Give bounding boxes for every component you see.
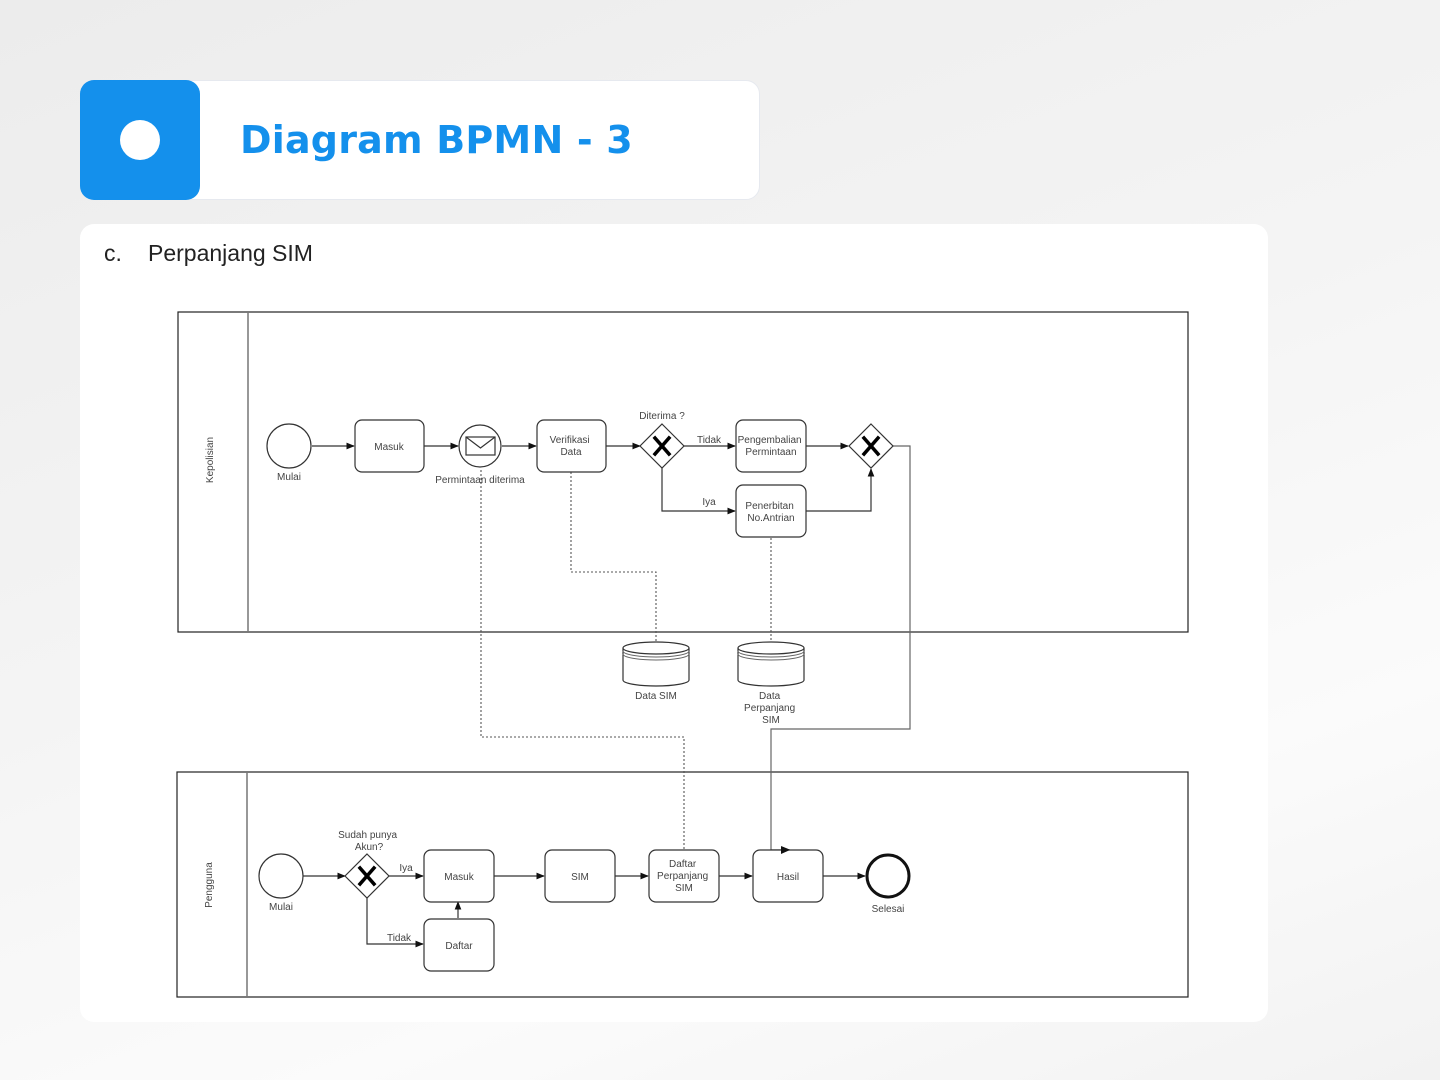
task-pengembalian-permintaan[interactable]: Pengembalian Permintaan (735, 419, 807, 473)
flow-merge-hasil (770, 445, 911, 850)
flow-label-iya: Iya (399, 863, 413, 874)
datastore-label-line: Perpanjang (744, 703, 795, 714)
task-label: Daftar (445, 941, 473, 952)
gateway-question: Diterima ? (639, 411, 685, 422)
task-label-line: Perpanjang (657, 871, 708, 882)
svg-text:Verifikasi Data: Verifikasi Data (550, 435, 593, 458)
svg-text:Sudah punya Akun?: Sudah punya Akun? (338, 830, 400, 853)
svg-text:Data Perpanjang SIM: Data Perpanjang SIM (744, 691, 798, 726)
end-event-label: Selesai (872, 904, 905, 915)
datastore-label: Data SIM (635, 691, 677, 702)
task-label-line: Daftar (669, 859, 697, 870)
task-hasil[interactable]: Hasil (752, 849, 824, 903)
task-masuk-kepolisian[interactable]: Masuk (354, 419, 425, 473)
flow-penerbitan-merge (806, 468, 875, 512)
gateway-question-line: Sudah punya (338, 830, 397, 841)
gateway-merge[interactable] (848, 423, 894, 469)
task-verifikasi-data[interactable]: Verifikasi Data (536, 419, 607, 473)
message-event-label: Permintaan diterima (435, 475, 525, 486)
flow-label-tidak: Tidak (387, 933, 412, 944)
page-title: Diagram BPMN - 3 (240, 118, 633, 162)
task-daftar-perpanjang-sim[interactable]: Daftar Perpanjang SIM (648, 849, 720, 903)
task-label-line: Penerbitan (745, 501, 793, 512)
association-message-daftarperpanjang (480, 470, 685, 850)
flow-gateway-iya (661, 468, 736, 515)
end-event-selesai[interactable] (865, 853, 911, 899)
start-event-label: Mulai (277, 472, 301, 483)
start-event-pengguna[interactable] (258, 853, 304, 899)
task-daftar[interactable]: Daftar (423, 918, 495, 972)
circle-dot-icon (120, 120, 160, 160)
start-event-kepolisian[interactable] (266, 423, 312, 469)
datastore-label-line: SIM (762, 715, 780, 726)
gateway-sudah-punya-akun[interactable] (344, 853, 390, 899)
envelope-icon (465, 436, 496, 456)
datastore-data-perpanjang-sim[interactable] (737, 641, 805, 687)
datastore-data-sim[interactable] (622, 641, 690, 687)
svg-text:Penerbitan No.Antrian: Penerbitan No.Antrian (745, 501, 796, 524)
task-label-line: Permintaan (745, 447, 796, 458)
task-label-line: SIM (675, 883, 693, 894)
arrowhead-into-hasil (781, 846, 790, 854)
flow-gateway-tidak (366, 898, 424, 948)
association-verifikasi-datasim (570, 472, 657, 642)
task-sim[interactable]: SIM (544, 849, 616, 903)
sequence-flows-pengguna (303, 872, 866, 948)
task-label-line: Verifikasi (550, 435, 590, 446)
task-masuk-pengguna[interactable]: Masuk (423, 849, 495, 903)
start-event-label: Mulai (269, 902, 293, 913)
gateway-question-line: Akun? (355, 842, 384, 853)
task-penerbitan-no-antrian[interactable]: Penerbitan No.Antrian (735, 484, 807, 538)
message-event[interactable] (458, 424, 502, 468)
task-label-line: Data (560, 447, 582, 458)
section-title: Perpanjang SIM (148, 240, 313, 266)
lane-label-kepolisian: Kepolisian (205, 437, 216, 483)
pool-kepolisian: Kepolisian (177, 311, 1189, 633)
task-label-line: No.Antrian (747, 513, 794, 524)
data-associations (480, 470, 772, 850)
task-label: Masuk (374, 442, 404, 453)
sequence-flows-kepolisian (312, 442, 911, 854)
section-marker: c. (104, 240, 122, 266)
task-label: Masuk (444, 872, 474, 883)
x-exclusive-icon (357, 865, 377, 887)
task-label-line: Pengembalian (738, 435, 802, 446)
svg-text:Daftar Perpanjang: Daftar Perpanjang SIM (657, 859, 711, 894)
task-label: SIM (571, 872, 589, 883)
flow-label-tidak: Tidak (697, 435, 722, 446)
gateway-diterima[interactable] (639, 423, 685, 469)
section-heading: c. Perpanjang SIM (104, 240, 313, 267)
x-exclusive-icon (652, 435, 672, 457)
header-badge (80, 80, 200, 200)
x-exclusive-icon (861, 435, 881, 457)
task-label: Hasil (777, 872, 799, 883)
datastore-label-line: Data (759, 691, 781, 702)
svg-text:Pengembalian Permintaan: Pengembalian Permintaan (738, 435, 805, 458)
lane-label-pengguna: Pengguna (204, 862, 215, 908)
flow-label-iya: Iya (702, 497, 716, 508)
